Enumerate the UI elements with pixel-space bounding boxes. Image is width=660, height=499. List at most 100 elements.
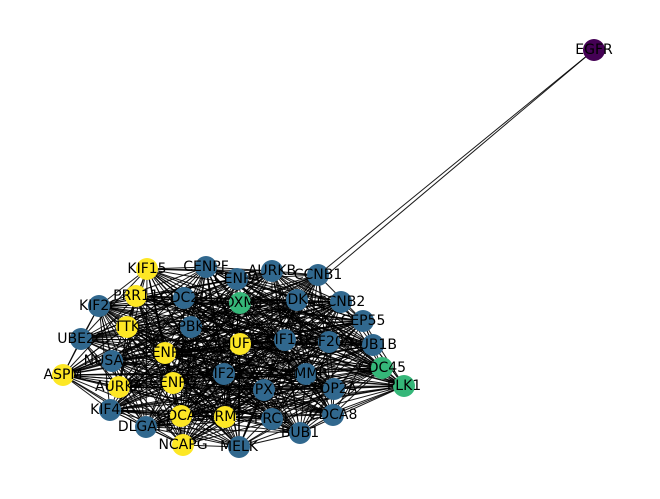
node-circle	[307, 264, 329, 286]
graph-edge	[109, 352, 166, 411]
graph-node: TOP2A	[310, 378, 358, 400]
node-circle	[172, 434, 194, 456]
graph-edge	[62, 302, 241, 376]
graph-edge	[111, 266, 207, 362]
graph-edge	[109, 339, 286, 411]
node-label: CENPU	[149, 375, 197, 391]
graph-edge	[172, 373, 307, 384]
graph-edge	[305, 367, 383, 375]
graph-edge	[238, 385, 405, 448]
graph-node: CDCA8	[157, 405, 206, 427]
graph-node: CEP55	[341, 310, 385, 332]
node-label: DLGAP5	[118, 419, 174, 435]
graph-node: NUSAP1	[84, 350, 140, 372]
node-circle	[70, 328, 92, 350]
graph-edge	[109, 382, 174, 411]
graph-edge	[126, 326, 265, 391]
node-label: RRM2	[205, 409, 245, 425]
graph-edge	[109, 389, 265, 411]
node-label: PRR11	[113, 288, 159, 304]
node-circle	[136, 258, 158, 280]
graph-node: TPX2	[245, 379, 282, 401]
node-circle	[154, 342, 176, 364]
node-label: MELK	[220, 439, 259, 455]
graph-edge	[126, 299, 298, 328]
graph-edge	[172, 382, 334, 416]
graph-node: TTK	[113, 316, 141, 338]
node-circle	[362, 334, 384, 356]
node-label: KIF11	[265, 332, 304, 348]
graph-node: CCNB1	[294, 264, 342, 286]
graph-edge	[98, 305, 192, 328]
node-circle	[226, 268, 248, 290]
node-circle	[330, 291, 352, 313]
graph-edge	[172, 270, 273, 384]
node-circle	[261, 260, 283, 282]
graph-edge	[164, 352, 240, 448]
node-label: HMMR	[284, 366, 329, 382]
node-label: UBE2C	[57, 331, 105, 347]
graph-edge	[164, 299, 298, 354]
node-circle	[135, 416, 157, 438]
graph-edge	[164, 339, 286, 354]
node-circle	[195, 256, 217, 278]
graph-node: CDCA8	[309, 404, 357, 426]
node-circle	[253, 379, 275, 401]
node-circle	[213, 363, 235, 385]
graph-edge	[172, 382, 265, 391]
node-circle	[228, 436, 250, 458]
graph-edge	[183, 297, 374, 346]
hub-edge	[317, 49, 595, 276]
graph-node: CENPE	[142, 342, 188, 364]
node-label: NUF2	[221, 336, 259, 352]
graph-edge	[182, 373, 307, 446]
graph-edge	[190, 320, 364, 328]
node-circle	[393, 375, 415, 397]
node-circle	[170, 405, 192, 427]
graph-edge	[182, 367, 383, 446]
graph-node: NCAPG	[158, 434, 208, 456]
node-circle	[162, 372, 184, 394]
node-label: EGFR	[575, 42, 613, 58]
node-label: KIF4A	[90, 402, 130, 418]
node-circle	[261, 408, 283, 430]
graph-node: UBE2C	[57, 328, 105, 350]
node-circle	[323, 378, 345, 400]
node-circle	[101, 350, 123, 372]
graph-node: KIF23	[204, 363, 244, 385]
node-label: BUB1B	[349, 337, 397, 353]
graph-node: KIF4A	[90, 399, 130, 421]
node-label: CDCA8	[157, 408, 206, 424]
graph-edge	[223, 373, 335, 390]
node-label: CENPF	[183, 259, 229, 275]
node-circle	[52, 364, 74, 386]
graph-node: NUF2	[221, 333, 259, 355]
graph-edge	[109, 388, 335, 411]
graph-edge	[62, 326, 192, 376]
graph-edge	[333, 385, 405, 390]
graph-edge	[164, 352, 405, 387]
node-circle	[371, 357, 393, 379]
graph-edge	[164, 352, 383, 369]
graph-edge	[238, 367, 383, 448]
graph-node: BUB1	[281, 422, 319, 444]
node-label: KIF15	[127, 261, 166, 277]
node-label: FOXM1	[216, 295, 265, 311]
node-label: PBK	[177, 319, 205, 335]
graph-edge	[332, 367, 383, 416]
node-circle	[88, 295, 110, 317]
node-label: CENPE	[142, 345, 188, 361]
graph-edge	[145, 426, 240, 448]
graph-node: RRM2	[205, 406, 245, 428]
node-circle	[214, 406, 236, 428]
graph-edge	[180, 388, 335, 417]
graph-node: KIF11	[265, 329, 305, 351]
graph-node: PRR11	[113, 285, 159, 307]
node-label: ASPM	[44, 367, 83, 383]
graph-node: CENPU	[149, 372, 197, 394]
graph-node: CDC45	[358, 357, 406, 379]
node-circle	[229, 292, 251, 314]
graph-node: AURKA	[95, 376, 143, 398]
